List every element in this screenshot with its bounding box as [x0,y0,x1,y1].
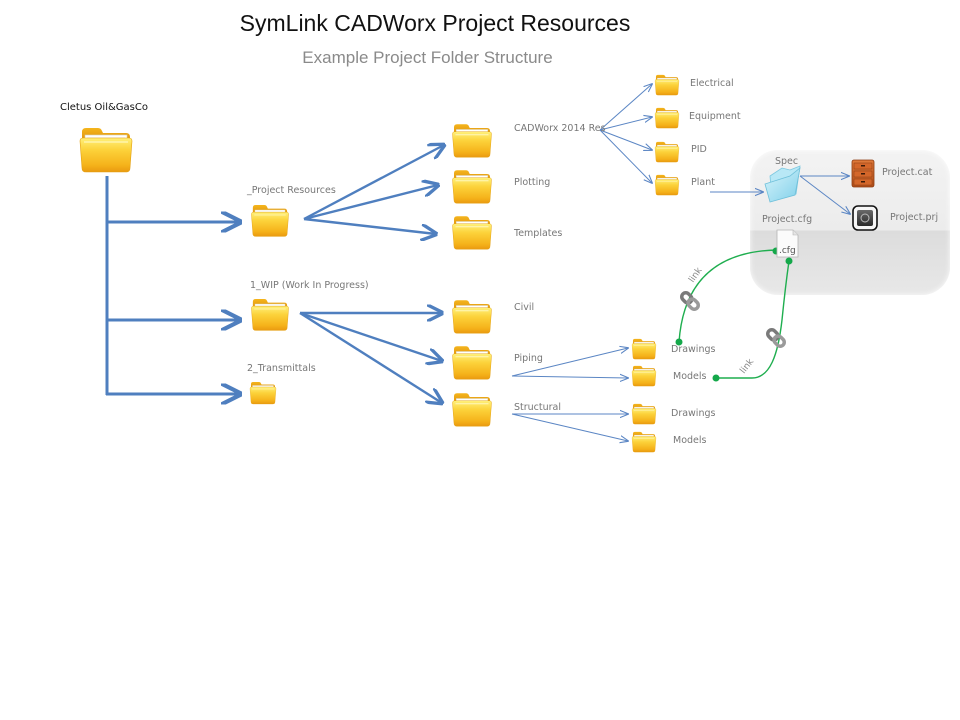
civil-label: Civil [514,302,535,313]
link-curve [716,260,790,379]
arrow-to-structural-models [511,413,628,441]
link-label: link [738,357,756,376]
piping-drawings-label: Drawings [671,344,716,355]
structural-connectors [511,413,628,441]
wip-folder-icon[interactable] [250,298,290,331]
plant-label: Plant [691,177,715,188]
piping-models-folder-icon[interactable] [631,365,657,387]
piping-drawings-folder-icon[interactable] [631,338,657,360]
arrow-to-equipment [599,117,652,131]
electrical-label: Electrical [690,78,734,89]
templates-label: Templates [514,228,563,239]
project-resources-label: _Project Resources [247,185,336,196]
cadworx-res-connectors [599,84,652,183]
transmittals-folder-icon[interactable] [249,381,277,405]
cabinet-icon[interactable] [851,159,875,188]
structural-folder-icon[interactable] [452,392,492,427]
root-folder-icon[interactable] [79,127,133,173]
root-trunk-connectors [105,176,240,395]
arrow-to-pid [599,129,652,150]
link-endpoint [712,374,720,382]
arrow-to-plotting [303,185,438,221]
structural-models-folder-icon[interactable] [631,431,657,453]
cadworx-res-label: CADWorx 2014 Res [514,123,606,134]
root-label: Cletus Oil&GasCo [60,102,148,113]
link-label: link [687,265,705,284]
chain-link-icon [680,291,700,311]
symlink-models-to-cfg [712,257,793,382]
piping-connectors [511,348,628,378]
spec-label: Spec [775,156,799,167]
wip-label: 1_WIP (Work In Progress) [250,280,369,291]
spec-folder-icon[interactable] [764,165,801,203]
structural-drawings-folder-icon[interactable] [631,403,657,425]
project-app-icon[interactable] [852,205,878,231]
link-endpoint [675,338,683,346]
plotting-label: Plotting [514,177,551,188]
arrow-to-templates [303,217,436,234]
arrow-to-plant [599,129,652,183]
link-endpoint [785,257,793,265]
structural-label: Structural [514,402,562,413]
link-curve [678,249,777,343]
wip-connectors [299,311,442,403]
plant-folder-icon[interactable] [654,174,680,196]
project-resources-connectors [303,145,444,234]
transmittals-label: 2_Transmittals [247,363,316,374]
arrow-to-electrical [599,84,652,131]
templates-folder-icon[interactable] [452,215,492,250]
piping-folder-icon[interactable] [452,345,492,380]
piping-label: Piping [514,353,543,364]
arrow-to-cadworx-res [303,145,444,221]
structural-drawings-label: Drawings [671,408,716,419]
arrow-spec-to-prj [799,175,850,214]
cfg-file-icon[interactable]: .cfg [776,229,799,258]
project-cfg-label: Project.cfg [762,214,813,225]
arrow-to-piping-drawings [511,348,628,377]
arrow-to-piping [299,311,442,361]
cfg-file-text: .cfg [779,246,796,256]
piping-models-label: Models [673,371,707,382]
arrow-to-piping-models [511,376,628,378]
pid-folder-icon[interactable] [654,141,680,163]
project-cat-label: Project.cat [882,167,933,178]
electrical-folder-icon[interactable] [654,74,680,96]
equipment-folder-icon[interactable] [654,107,680,129]
civil-folder-icon[interactable] [452,299,492,334]
project-prj-label: Project.prj [890,212,939,223]
structural-models-label: Models [673,435,707,446]
plant-connectors [710,176,850,214]
diagram-title: SymLink CADWorx Project Resources [239,10,631,36]
chain-link-icon [766,328,786,348]
project-resources-folder-icon[interactable] [250,204,290,237]
pid-label: PID [691,144,707,155]
cadworx-res-folder-icon[interactable] [452,123,492,158]
equipment-label: Equipment [689,111,741,122]
plotting-folder-icon[interactable] [452,169,492,204]
diagram-subtitle: Example Project Folder Structure [302,48,553,67]
arrow-to-structural [299,311,442,403]
